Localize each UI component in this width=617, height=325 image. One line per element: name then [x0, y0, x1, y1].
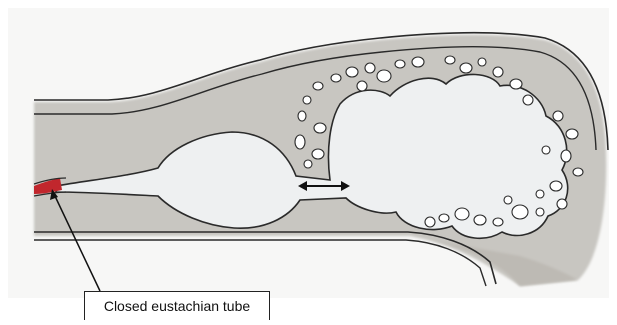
air-cell [455, 208, 469, 220]
air-cell [395, 60, 405, 68]
callout-label-box: Closed eustachian tube [84, 291, 270, 320]
air-cell [573, 168, 583, 176]
air-cell [493, 218, 503, 226]
air-cell [312, 149, 324, 159]
air-cell [295, 135, 305, 149]
air-cell [304, 160, 312, 168]
air-cell [523, 95, 533, 105]
air-cell [303, 96, 311, 104]
air-cell [313, 82, 323, 90]
air-cell [357, 81, 367, 91]
air-cell [504, 196, 512, 204]
air-cell [542, 146, 550, 154]
air-cell [474, 215, 486, 225]
air-cell [536, 208, 544, 216]
air-cell [553, 111, 563, 121]
air-cell [512, 205, 528, 219]
air-cell [561, 150, 571, 162]
air-cell [377, 70, 391, 82]
air-cell [445, 56, 455, 64]
air-cell [566, 129, 578, 139]
air-cell [425, 217, 435, 227]
air-cell [439, 214, 449, 222]
air-cell [478, 58, 486, 66]
air-cell [298, 111, 306, 121]
air-cell [365, 63, 375, 73]
air-cell [314, 123, 326, 133]
air-cell [510, 79, 522, 89]
air-cell [412, 57, 424, 67]
air-cell [331, 74, 341, 82]
air-cell [493, 67, 503, 77]
air-cell [557, 199, 567, 209]
air-cell [536, 190, 544, 198]
callout-label: Closed eustachian tube [104, 298, 250, 314]
air-cell [460, 63, 472, 73]
air-cell [550, 181, 562, 191]
air-cell [346, 67, 358, 77]
